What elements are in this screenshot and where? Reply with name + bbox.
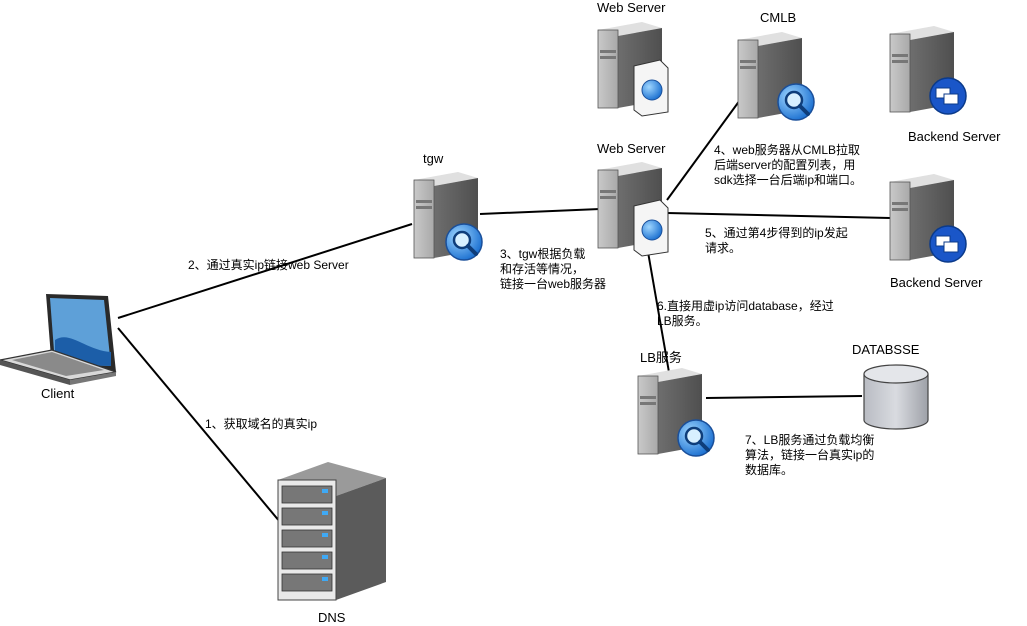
step4-line: sdk选择一台后端ip和端口。 — [714, 173, 863, 187]
step6-line: LB服务。 — [657, 314, 708, 328]
step1-note: 1、获取域名的真实ip — [205, 417, 318, 431]
backend-server-1-label: Backend Server — [908, 129, 1001, 144]
client-label: Client — [41, 386, 75, 401]
web-server-top-icon — [597, 22, 669, 117]
step4-line: 4、web服务器从CMLB拉取 — [714, 143, 861, 157]
step7-note: 7、LB服务通过负载均衡 算法，链接一台真实ip的 数据库。 — [745, 433, 874, 478]
lb-service-label: LB服务 — [640, 350, 682, 365]
web-server-mid-icon — [597, 162, 669, 257]
web-server-top-label: Web Server — [597, 0, 666, 15]
dns-label: DNS — [318, 610, 346, 625]
edge-webserver-backend — [666, 212, 891, 219]
edge-client-tgw — [117, 223, 413, 319]
step5-line: 请求。 — [705, 241, 742, 255]
step5-line: 5、通过第4步得到的ip发起 — [705, 226, 848, 240]
database-icon — [863, 364, 929, 430]
web-server-mid-label: Web Server — [597, 141, 666, 156]
step3-line: 3、tgw根据负载 — [500, 247, 586, 261]
step6-note: 6.直接用虚ip访问database，经过 LB服务。 — [657, 299, 834, 329]
backend-server-2-icon — [889, 174, 967, 263]
step3-line: 和存活等情况， — [500, 262, 585, 276]
step4-note: 4、web服务器从CMLB拉取 后端server的配置列表，用 sdk选择一台后… — [714, 143, 862, 188]
lb-service-server-icon — [637, 368, 715, 457]
edge-webserver-cmlb — [666, 99, 741, 201]
step5-note: 5、通过第4步得到的ip发起 请求。 — [705, 226, 848, 256]
step3-line: 链接一台web服务器 — [500, 277, 607, 291]
step7-line: 7、LB服务通过负载均衡 — [745, 433, 875, 447]
edge-webserver-lb — [647, 251, 671, 379]
tgw-label: tgw — [423, 151, 444, 166]
step4-line: 后端server的配置列表，用 — [714, 158, 856, 172]
edge-client-dns — [117, 327, 281, 523]
database-label: DATABSSE — [852, 342, 920, 357]
step7-line: 算法，链接一台真实ip的 — [745, 448, 875, 462]
edge-lb-database — [705, 395, 863, 399]
step2-note: 2、通过真实ip链接web Server — [188, 258, 349, 272]
step6-line: 6.直接用虚ip访问database，经过 — [657, 299, 834, 313]
step7-line: 数据库。 — [745, 463, 794, 477]
cmlb-label: CMLB — [760, 10, 797, 25]
cmlb-server-icon — [737, 32, 815, 121]
edge-tgw-webserver — [479, 208, 601, 215]
backend-server-2-label: Backend Server — [890, 275, 983, 290]
dns-rack-icon — [277, 462, 386, 601]
laptop-icon — [0, 294, 117, 385]
backend-server-1-icon — [889, 26, 967, 115]
tgw-server-icon — [413, 172, 483, 261]
step3-note: 3、tgw根据负载 和存活等情况， 链接一台web服务器 — [500, 247, 606, 292]
